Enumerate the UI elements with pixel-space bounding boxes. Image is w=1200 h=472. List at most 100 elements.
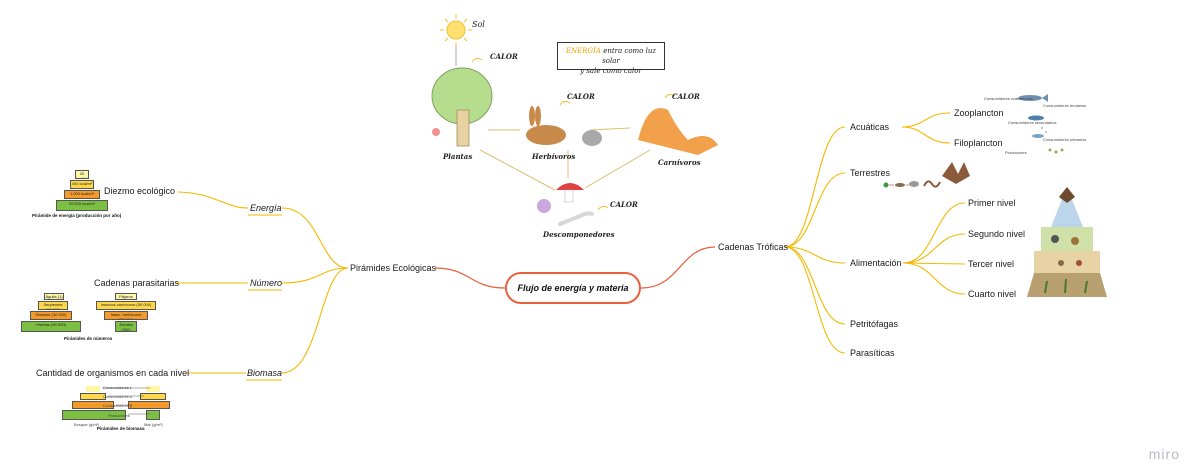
energy-pyramid-caption: Pirámide de energía (producción por año) bbox=[32, 213, 122, 218]
node-cadenas-troficas[interactable]: Cadenas Tróficas bbox=[718, 242, 789, 252]
energy-note-line2: y sale como calor bbox=[580, 67, 642, 75]
link-root-biomasa bbox=[281, 267, 349, 374]
sun-icon bbox=[440, 14, 472, 46]
central-node[interactable]: Flujo de energía y materia bbox=[505, 272, 641, 304]
bird-icon bbox=[1076, 260, 1082, 266]
node-biomasa[interactable]: Biomasa bbox=[247, 368, 283, 378]
pyr-num-b-2: Insec. herbívoros (30.000) bbox=[104, 311, 148, 320]
fox-icon bbox=[638, 108, 718, 155]
node-alimentacion[interactable]: Alimentación bbox=[850, 258, 902, 268]
link-root-energia bbox=[281, 207, 349, 269]
node-segundo-nivel[interactable]: Segundo nivel bbox=[968, 229, 1026, 239]
link-central-right bbox=[640, 246, 716, 289]
node-cuarto-nivel[interactable]: Cuarto nivel bbox=[968, 289, 1017, 299]
biomass-row-3: Consumidores p. bbox=[103, 403, 134, 408]
label-calor-2: CALOR bbox=[567, 92, 595, 101]
node-diezmo-ecologico[interactable]: Diezmo ecológico bbox=[104, 186, 176, 196]
aquatic-tag-productores: Productores bbox=[1005, 150, 1027, 155]
node-energia[interactable]: Energía bbox=[250, 203, 282, 213]
pyr-energy-level-3: 400 kcal/m² bbox=[70, 180, 94, 189]
link-right-petritofagas bbox=[784, 246, 846, 325]
energy-note-highlight: ENERGÍA bbox=[565, 47, 601, 55]
link-ali-4 bbox=[902, 262, 966, 295]
deer-icon bbox=[1071, 237, 1079, 245]
link-ali-1 bbox=[902, 202, 966, 264]
link-central-left bbox=[434, 267, 506, 289]
mushroom-small-icon bbox=[432, 128, 440, 136]
node-numero[interactable]: Número bbox=[250, 278, 283, 288]
node-acuaticas[interactable]: Acuáticas bbox=[850, 122, 890, 132]
miro-watermark: miro bbox=[1148, 446, 1180, 462]
vulture-icon bbox=[1059, 187, 1075, 203]
wolf-icon bbox=[1051, 235, 1059, 243]
node-piramides-ecologicas[interactable]: Pirámides Ecológicas bbox=[350, 263, 437, 273]
tree-icon bbox=[431, 67, 493, 147]
biomass-row-1: Consumidores t. bbox=[103, 385, 133, 390]
biomass-row-4: Productores bbox=[108, 413, 130, 418]
caterpillar-icon bbox=[895, 183, 905, 187]
node-tercer-nivel[interactable]: Tercer nivel bbox=[968, 259, 1015, 269]
node-cantidad-organismos[interactable]: Cantidad de organismos en cada nivel bbox=[36, 368, 190, 378]
label-carnivoros: Carnívoros bbox=[658, 158, 701, 167]
label-calor-3: CALOR bbox=[672, 92, 700, 101]
label-sol: Sol bbox=[472, 20, 485, 29]
label-calor-1: CALOR bbox=[490, 52, 518, 61]
node-zooplancton[interactable]: Zooplancton bbox=[954, 108, 1004, 118]
node-filoplancton[interactable]: Filoplancton bbox=[954, 138, 1003, 148]
eagle-icon bbox=[942, 162, 970, 184]
node-parasiticas[interactable]: Parasíticas bbox=[850, 348, 895, 358]
rabbit-icon bbox=[1058, 260, 1064, 266]
pyr-num-b-3: Insectos carnívoros (50.000) bbox=[96, 301, 156, 310]
mushroom-icon bbox=[556, 183, 584, 203]
plant-icon bbox=[883, 182, 889, 188]
link-energia-leaf bbox=[177, 191, 249, 209]
mouse-icon bbox=[909, 181, 919, 187]
link-right-alimentacion bbox=[784, 246, 846, 264]
pyr-num-a-1: Hierbas (90.000) bbox=[21, 321, 81, 332]
link-ali-3 bbox=[902, 262, 966, 265]
biomass-pyramids-caption: Pirámides de biomasa bbox=[97, 426, 145, 431]
biomass-row-2: Consumidores s. bbox=[103, 394, 134, 399]
pyr-num-a-3: Serpientes (15.000) bbox=[38, 301, 68, 310]
worm-icon bbox=[558, 211, 594, 226]
number-pyramids-caption: Pirámides de números bbox=[64, 336, 113, 341]
label-descomponedores: Descomponedores bbox=[543, 230, 615, 239]
pyr-num-a-4: Águila (1) bbox=[44, 293, 64, 300]
label-plantas: Plantas bbox=[443, 152, 473, 161]
shark-icon bbox=[1018, 95, 1042, 101]
trophic-pyramid-image bbox=[1027, 187, 1107, 297]
node-petritofagas[interactable]: Petritófagas bbox=[850, 319, 899, 329]
link-acu-zoo bbox=[901, 112, 951, 128]
mouse-icon bbox=[582, 130, 602, 146]
link-root-numero bbox=[281, 267, 349, 284]
terrestrial-chain-image bbox=[883, 162, 970, 188]
bacteria-icon bbox=[537, 199, 551, 213]
label-calor-4: CALOR bbox=[610, 200, 638, 209]
link-right-acuaticas bbox=[784, 126, 846, 248]
link-ali-2 bbox=[902, 233, 966, 264]
plant-base-icon bbox=[1044, 278, 1088, 294]
heat-swirl-icon bbox=[471, 57, 483, 63]
pyr-energy-level-4: 20 kcal/m² bbox=[75, 170, 89, 179]
label-herbivoros: Herbívoros bbox=[532, 152, 576, 161]
energy-note-line1: entra como luz solar bbox=[600, 47, 657, 65]
pyr-num-b-4: Pájaros (500) bbox=[115, 293, 137, 300]
node-primer-nivel[interactable]: Primer nivel bbox=[968, 198, 1016, 208]
link-acu-fito bbox=[901, 126, 951, 144]
snake-icon bbox=[923, 180, 941, 188]
biomass-foot-b: Mar (g/m²) bbox=[144, 422, 163, 427]
biomass-foot-a: Bosque (g/m²) bbox=[74, 422, 100, 427]
node-terrestres[interactable]: Terrestres bbox=[850, 168, 891, 178]
link-right-terrestres bbox=[784, 172, 846, 248]
fish-icon bbox=[1028, 115, 1044, 121]
pyr-energy-level-2: 1.000 kcal/m² bbox=[64, 190, 100, 199]
link-right-parasiticas bbox=[784, 246, 846, 354]
aquatic-tag-terciarios: Consumidores terciarios bbox=[1043, 103, 1087, 108]
node-cadenas-parasitarias[interactable]: Cadenas parasitarias bbox=[94, 278, 180, 288]
aquatic-tag-secundarios: Consumidores secundarios bbox=[1008, 120, 1057, 125]
small-fish-icon bbox=[1032, 134, 1044, 138]
energy-note: ENERGÍA entra como luz solar y sale como… bbox=[557, 42, 665, 75]
pyr-energy-level-1: 20.000 kcal/m² bbox=[56, 200, 108, 211]
